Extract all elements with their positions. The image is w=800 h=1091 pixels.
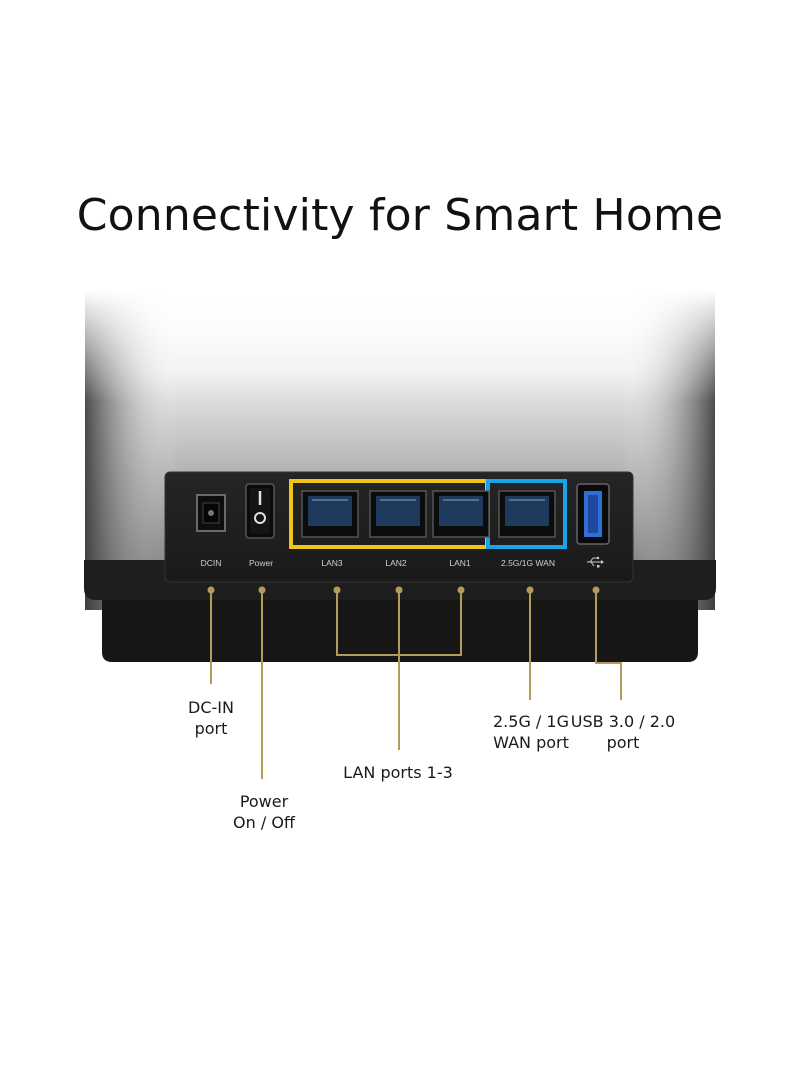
callout-power: Power On / Off <box>217 791 311 833</box>
dc-in-jack <box>196 494 226 532</box>
callout-wan-line2: WAN port <box>493 733 569 752</box>
callout-usb-line1: USB 3.0 / 2.0 <box>570 712 676 731</box>
usb-port <box>576 483 610 545</box>
lan3-port <box>301 490 359 538</box>
callout-power-line2: On / Off <box>233 813 295 832</box>
callout-dc-in: DC-IN port <box>171 697 251 739</box>
power-panel-label: Power <box>249 558 273 568</box>
callout-lan: LAN ports 1-3 <box>330 762 466 783</box>
callout-wan-line1: 2.5G / 1G <box>493 712 569 731</box>
wan-panel-label: 2.5G/1G WAN <box>501 558 555 568</box>
callout-usb-line2: port <box>606 733 640 752</box>
wan-port <box>498 490 556 538</box>
leader-dots <box>207 586 600 594</box>
power-switch <box>245 483 275 539</box>
callout-wan: 2.5G / 1G WAN port <box>478 711 584 753</box>
page-title: Connectivity for Smart Home <box>76 190 724 241</box>
leader-lines <box>210 590 622 779</box>
callout-usb: USB 3.0 / 2.0 port <box>568 711 678 753</box>
callout-lan-line1: LAN ports 1-3 <box>343 763 453 782</box>
lan1-port <box>432 490 490 538</box>
lan2-port <box>369 490 427 538</box>
lan3-panel-label: LAN3 <box>321 558 343 568</box>
callout-dc-in-line2: port <box>194 719 228 738</box>
usb-icon <box>587 556 604 568</box>
dc-in-panel-label: DCIN <box>201 558 222 568</box>
lan2-panel-label: LAN2 <box>385 558 407 568</box>
callout-power-line1: Power <box>239 792 289 811</box>
lan1-panel-label: LAN1 <box>449 558 471 568</box>
callout-dc-in-line1: DC-IN <box>188 698 234 717</box>
